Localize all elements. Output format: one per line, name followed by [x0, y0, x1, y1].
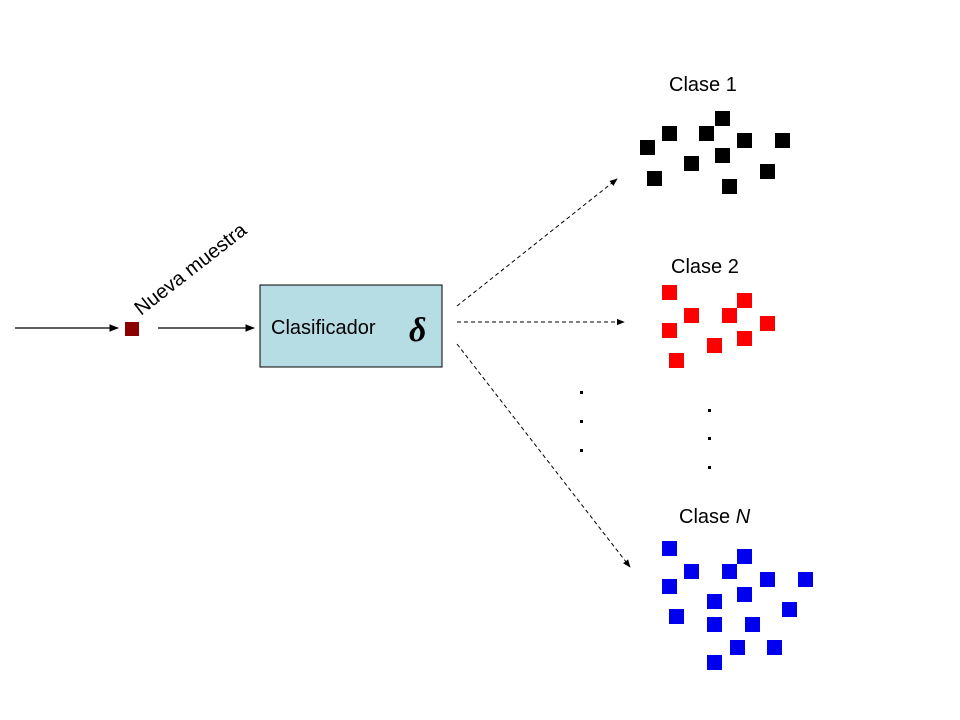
output-arrow-class-n: [456, 343, 631, 568]
class-n-member-square: [669, 609, 684, 624]
class-2-member-square: [669, 353, 684, 368]
class-2-member-square: [662, 285, 677, 300]
class-n-member-square: [798, 572, 813, 587]
ellipsis-dot: [580, 420, 583, 423]
class-n-member-square: [760, 572, 775, 587]
classifier-box: [259, 284, 443, 368]
class-1-label: Clase 1: [669, 74, 737, 96]
class-2-member-square: [662, 323, 677, 338]
class-n-member-square: [662, 579, 677, 594]
class-n-member-square: [707, 655, 722, 670]
ellipsis-dot: [580, 391, 583, 394]
output-arrow-class-1: [456, 178, 618, 307]
ellipsis-dot: [580, 449, 583, 452]
class-n-member-square: [707, 594, 722, 609]
class-1-member-square: [640, 140, 655, 155]
class-2-member-square: [760, 316, 775, 331]
class-n-member-square: [684, 564, 699, 579]
class-n-cluster: [662, 541, 813, 670]
new-sample-label: Nueva muestra: [131, 219, 252, 320]
delta-symbol: δ: [409, 312, 426, 349]
class-2-label-suffix: 2: [728, 256, 739, 278]
class-1-member-square: [775, 133, 790, 148]
class-1-cluster: [640, 111, 790, 194]
class-2-label-prefix: Clase: [671, 256, 728, 278]
ellipsis-dot: [708, 466, 711, 469]
new-sample-marker: [125, 322, 139, 336]
class-n-member-square: [737, 587, 752, 602]
class-1-member-square: [662, 126, 677, 141]
class-2-member-square: [737, 331, 752, 346]
class-1-label-prefix: Clase: [669, 74, 726, 96]
class-n-label-prefix: Clase: [679, 506, 736, 528]
class-1-member-square: [715, 148, 730, 163]
class-2-member-square: [707, 338, 722, 353]
class-n-member-square: [782, 602, 797, 617]
class-1-member-square: [684, 156, 699, 171]
class-1-member-square: [647, 171, 662, 186]
class-1-member-square: [737, 133, 752, 148]
class-1-member-square: [722, 179, 737, 194]
class-n-label-suffix: N: [736, 506, 751, 528]
class-n-member-square: [745, 617, 760, 632]
classifier-label: Clasificador: [271, 317, 376, 339]
class-1-member-square: [760, 164, 775, 179]
class-n-member-square: [767, 640, 782, 655]
class-2-label: Clase 2: [671, 256, 739, 278]
class-n-member-square: [707, 617, 722, 632]
class-n-member-square: [730, 640, 745, 655]
class-2-member-square: [684, 308, 699, 323]
class-2-member-square: [722, 308, 737, 323]
class-2-cluster: [662, 285, 775, 368]
class-n-member-square: [737, 549, 752, 564]
class-1-member-square: [715, 111, 730, 126]
class-n-member-square: [722, 564, 737, 579]
class-2-member-square: [737, 293, 752, 308]
class-n-member-square: [662, 541, 677, 556]
class-1-member-square: [699, 126, 714, 141]
ellipsis-dot: [708, 437, 711, 440]
ellipsis-dot: [708, 409, 711, 412]
class-1-label-suffix: 1: [726, 74, 737, 96]
class-n-label: Clase N: [679, 506, 751, 528]
